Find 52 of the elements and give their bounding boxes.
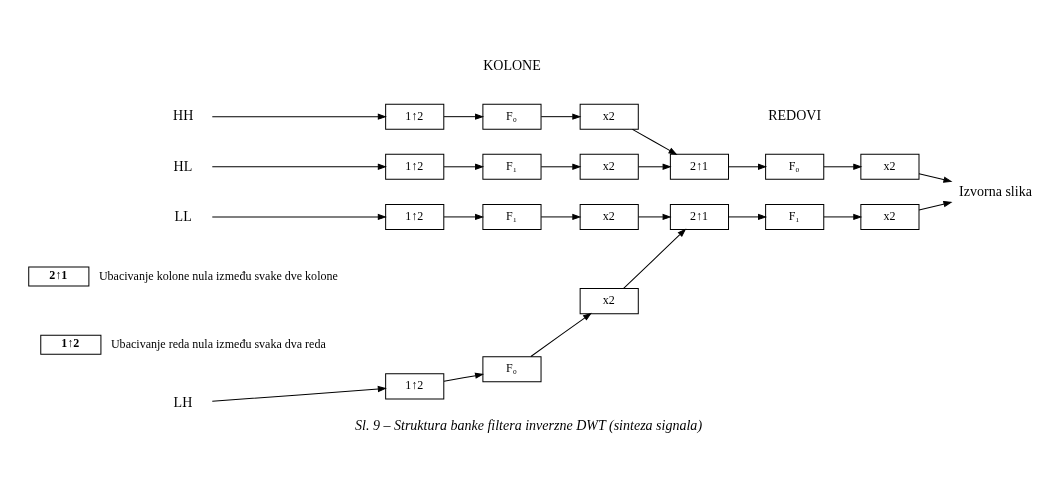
arrow [443, 113, 484, 120]
arrow [638, 163, 671, 170]
arrow [623, 229, 686, 289]
arrow [728, 163, 767, 170]
arrow [540, 113, 581, 120]
arrow [443, 372, 484, 382]
arrow [632, 128, 677, 155]
node-box: F₀ [482, 356, 542, 383]
label: KOLONE [483, 57, 541, 74]
arrow [443, 213, 484, 220]
arrow [918, 173, 952, 183]
node-text: HL [173, 157, 193, 174]
node-box: F₁ [482, 203, 542, 230]
node-box: F₁ [482, 153, 542, 180]
arrow [823, 163, 862, 170]
arrow [211, 213, 386, 220]
arrow [443, 163, 484, 170]
arrow [211, 386, 386, 402]
node-text: LL [174, 207, 192, 224]
caption: Sl. 9 – Struktura banke filtera inverzne DWT (sinteza signala) [355, 417, 703, 434]
arrow [530, 313, 592, 357]
arrow [211, 113, 386, 120]
node-box: F₁ [765, 203, 825, 230]
node-text: HH [173, 107, 194, 124]
node-box: 1↑2 [385, 373, 445, 400]
node-box: 1↑2 [385, 153, 445, 180]
node-text: Izvorna slika [959, 182, 1032, 199]
arrow [728, 213, 767, 220]
node-box: 1↑2 [40, 334, 102, 355]
label: REDOVI [768, 107, 822, 124]
node-box: 2↑1 [28, 266, 90, 287]
node-box: x2 [579, 288, 639, 315]
arrow [211, 163, 386, 170]
node-box: 2↑1 [669, 203, 729, 230]
node-box: 2↑1 [669, 153, 729, 180]
node-text: LH [173, 394, 193, 411]
node-box: F₀ [482, 103, 542, 130]
node-label: Ubacivanje kolone nula između svake dve kolone [98, 268, 338, 283]
node-box: x2 [860, 203, 920, 230]
node-box: 1↑2 [385, 103, 445, 130]
arrow [540, 213, 581, 220]
node-box: x2 [860, 153, 920, 180]
node-label: Ubacivanje reda nula između svaka dva reda [110, 336, 326, 351]
arrow [823, 213, 862, 220]
arrow [918, 201, 952, 211]
node-box: x2 [579, 153, 639, 180]
node-box: x2 [579, 103, 639, 130]
node-box: x2 [579, 203, 639, 230]
node-box: 1↑2 [385, 203, 445, 230]
arrow [638, 213, 671, 220]
arrow [540, 163, 581, 170]
node-box: F₀ [765, 153, 825, 180]
